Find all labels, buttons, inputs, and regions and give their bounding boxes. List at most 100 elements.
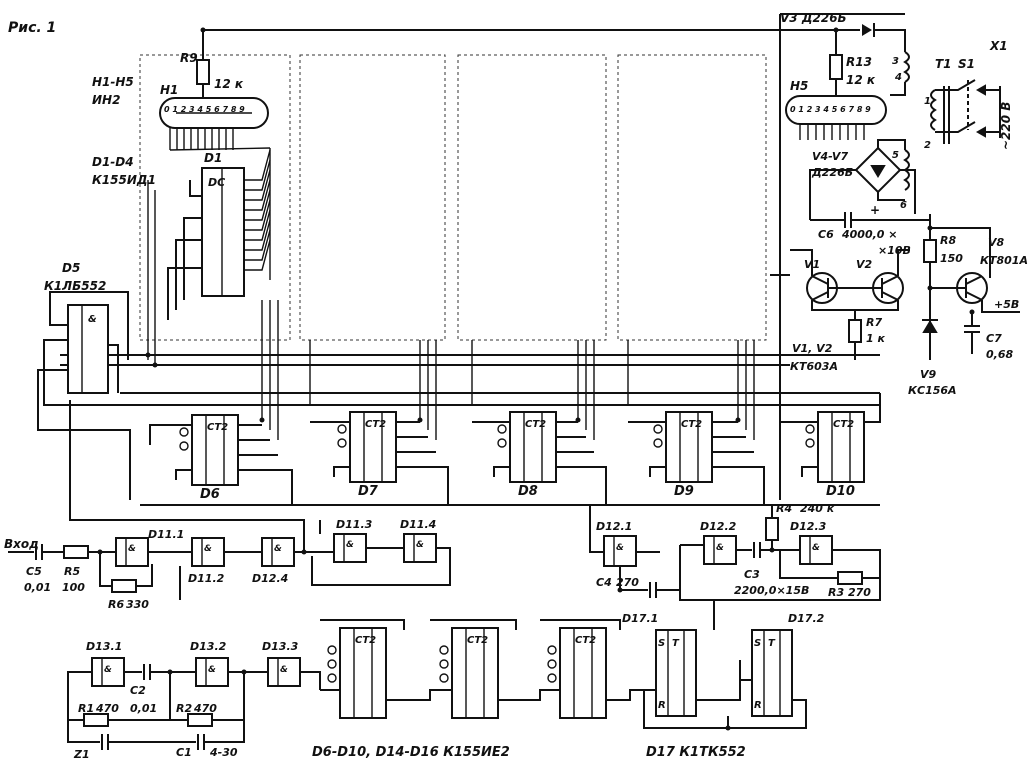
resistor-r6: [111, 579, 137, 593]
svg-text:3: 3: [892, 56, 899, 67]
v9-type-label: КС156А: [908, 384, 957, 397]
d9-ct-label: CT2: [681, 419, 702, 430]
counter-d6: [191, 414, 239, 486]
d16-ct-label: CT2: [575, 635, 596, 646]
svg-text:&: &: [274, 544, 282, 554]
d5-type-label: К1ЛБ552: [44, 279, 106, 293]
flipflop-d17-1: [655, 629, 697, 717]
gate-d12-1: &: [603, 535, 637, 567]
c7-label: C7: [986, 332, 1002, 345]
resistor-r2: [187, 713, 213, 727]
counter-d9: [665, 411, 713, 483]
resistor-r7: [848, 319, 862, 343]
d1-dc-label: DC: [208, 176, 225, 189]
svg-text:&: &: [280, 665, 288, 675]
svg-text:&: &: [716, 543, 724, 553]
gate-d11-4: &: [403, 533, 437, 563]
input-label: Вход: [4, 537, 39, 551]
v4v7-type-label: Д226Б: [811, 166, 853, 179]
d11-2-label: D11.2: [188, 572, 225, 585]
diode-v3: [780, 23, 906, 52]
v8-type-label: КТ801А: [980, 254, 1028, 267]
indicator-cell-1: [139, 54, 291, 341]
d13-2-label: D13.2: [190, 640, 227, 653]
indicator-cell-3: [457, 54, 607, 341]
c4-value: 270: [616, 576, 639, 589]
svg-text:&: &: [88, 314, 97, 325]
counter-d14: [339, 627, 387, 719]
d6-label: D6: [200, 487, 220, 502]
d8-label: D8: [518, 484, 538, 499]
indicator-cells: [139, 54, 767, 341]
r7-label: R7: [866, 316, 882, 329]
c1-value: 4-30: [209, 746, 238, 759]
x1-label: X1: [989, 39, 1008, 53]
r8-value: 150: [940, 252, 963, 265]
v4v7-label: V4-V7: [812, 150, 848, 163]
h5-pin-labels: 0 1 2 3 4 5 6 7 8 9: [790, 105, 871, 114]
svg-text:&: &: [204, 544, 212, 554]
c3-value: 2200,0×15В: [734, 584, 809, 597]
svg-text:&: &: [104, 665, 112, 675]
decoders-group-label: D1-D4: [92, 155, 134, 169]
d10-ct-label: CT2: [833, 419, 854, 430]
d10-label: D10: [826, 484, 855, 499]
svg-text:&: &: [616, 543, 624, 553]
c6-label: C6: [818, 228, 834, 241]
d12-2-label: D12.2: [700, 520, 737, 533]
c5-label: C5: [26, 565, 42, 578]
c4-label: C4: [596, 576, 612, 589]
d11-3-label: D11.3: [336, 518, 373, 531]
d7-ct-label: CT2: [365, 419, 386, 430]
resistor-r13: [829, 54, 843, 80]
decoder-d1: [201, 167, 245, 297]
d7-label: D7: [358, 484, 379, 499]
d5-label: D5: [62, 261, 80, 275]
switch-s1: [935, 79, 1001, 138]
c2-label: C2: [130, 684, 146, 697]
svg-text:&: &: [812, 543, 820, 553]
d12-3-label: D12.3: [790, 520, 827, 533]
v9-label: V9: [920, 368, 937, 381]
flipflop-d17-2: [751, 629, 793, 717]
indicator-h1: 0 1 2 3 4 5 6 7 8 9: [159, 97, 269, 150]
resistor-r3: [837, 571, 863, 585]
d17-2-t: T: [768, 638, 776, 649]
gate-d12-4: &: [261, 537, 295, 567]
gate-d13-1: &: [91, 657, 125, 687]
gate-d11-3: &: [333, 533, 367, 563]
d12-1-label: D12.1: [596, 520, 632, 533]
r5-value: 100: [62, 581, 85, 594]
svg-text:&: &: [346, 540, 354, 550]
d17-1-r: R: [658, 700, 666, 711]
s1-label: S1: [958, 57, 975, 71]
d13-3-label: D13.3: [262, 640, 299, 653]
multiplexer-d5: &: [67, 304, 109, 394]
resistor-r8: [923, 239, 937, 263]
z1-label: Z1: [73, 748, 90, 761]
r8-label: R8: [940, 234, 956, 247]
indicators-type-label: ИН2: [92, 93, 120, 107]
v1-label: V1: [804, 258, 820, 271]
d17-1-t: T: [672, 638, 680, 649]
diode-bridge-v4-v7: [809, 139, 916, 220]
r1-label: R1: [78, 702, 94, 715]
resistor-r1: [83, 713, 109, 727]
transistor-v1: [806, 272, 838, 304]
counter-d16: [559, 627, 607, 719]
zener-v9: [922, 300, 938, 360]
r9-value: 12 к: [214, 77, 244, 91]
gate-d12-2: &: [703, 535, 737, 565]
indicator-cell-4: [617, 54, 767, 341]
c6-value: 4000,0 ×: [841, 228, 898, 241]
d6-ct-label: CT2: [207, 422, 228, 433]
v8-label: V8: [988, 236, 1005, 249]
indicators-group-label: H1-H5: [92, 75, 134, 89]
d11-1-label: D11.1: [148, 528, 184, 541]
r13-value: 12 к: [846, 73, 876, 87]
r7-value: 1 к: [866, 332, 885, 345]
footer-counters-note: D6-D10, D14-D16 К155ИЕ2: [312, 745, 510, 760]
d14-ct-label: CT2: [355, 635, 376, 646]
plus5-label: +5В: [994, 298, 1019, 311]
